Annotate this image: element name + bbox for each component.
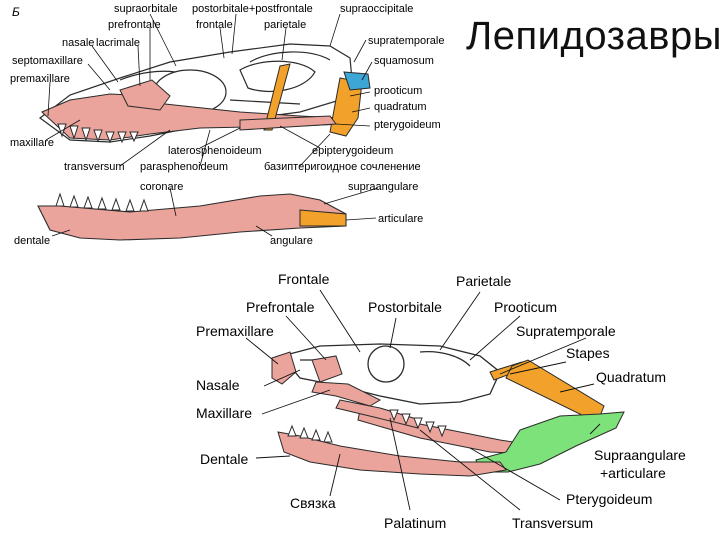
label-epipterygoideum: epipterygoideum [312, 145, 393, 157]
label-parasphenoideum: parasphenoideum [140, 161, 228, 173]
label-frontale: frontale [196, 19, 233, 31]
label-pterygoideum: pterygoideum [374, 119, 441, 131]
bottom-premaxillare-bone [271, 351, 297, 385]
label-supraangulare-top: supraangulare [348, 181, 418, 193]
label-supratemporale: supratemporale [368, 35, 444, 47]
bottom-dentale-bone [277, 431, 507, 477]
label-septomaxillare: septomaxillare [12, 55, 83, 67]
label-transversum: transversum [64, 161, 125, 173]
top-lower-teeth [55, 192, 149, 212]
slide-title: Лепидозавры [466, 14, 720, 58]
label-supraangulare-bottom: Supraangulare [594, 447, 686, 463]
label-prooticum: prooticum [374, 85, 422, 97]
label-maxillare: maxillare [10, 137, 54, 149]
label-dentale-bottom: Dentale [200, 451, 248, 467]
label-parietale: parietale [264, 19, 306, 31]
label-supraoccipitale: supraoccipitale [340, 3, 413, 15]
label-supraorbitale: supraorbitale [114, 3, 178, 15]
label-dentale-top: dentale [14, 235, 50, 247]
label-postorbitale-bottom: Postorbitale [368, 299, 442, 315]
bottom-orbit [367, 345, 405, 383]
label-premaxillare-bottom: Premaxillare [196, 323, 274, 339]
label-svyazka-bottom: Связка [290, 495, 336, 511]
label-squamosum: squamosum [374, 55, 434, 67]
top-epipterygoideum-bone [263, 63, 291, 131]
label-prooticum-bottom: Prooticum [494, 299, 557, 315]
top-panel-letter: Б [12, 5, 20, 19]
label-maxillare-bottom: Maxillare [196, 405, 252, 421]
label-stapes-bottom: Stapes [566, 345, 610, 361]
bottom-dentale-teeth [287, 424, 333, 443]
label-angulare: angulare [270, 235, 313, 247]
label-pterygoideum-bottom: Pterygoideum [566, 491, 652, 507]
label-lacrimale: lacrimale [96, 37, 140, 49]
label-basipterygoid-joint: базиптеригоидное сочленение [264, 161, 421, 173]
bottom-maxillare-teeth [389, 409, 447, 438]
label-quadratum: quadratum [374, 101, 427, 113]
top-premaxillare-bone [119, 79, 171, 111]
bottom-supraangulare-bone [475, 411, 625, 473]
label-quadratum-bottom: Quadratum [596, 369, 666, 385]
label-postorbitale-postfrontale: postorbitale+postfrontale [192, 3, 313, 15]
label-articulare-bottom: +articulare [600, 465, 666, 481]
label-nasale: nasale [62, 37, 94, 49]
bottom-prefrontale-bone [311, 355, 343, 383]
top-articulare-bone [299, 209, 347, 227]
label-palatinum-bottom: Palatinum [384, 515, 446, 531]
label-nasale-bottom: Nasale [196, 377, 240, 393]
top-temporal-opening [239, 60, 316, 93]
top-upper-teeth [57, 123, 139, 144]
label-articulare: articulare [378, 213, 423, 225]
label-transversum-bottom: Transversum [512, 515, 593, 531]
label-laterosphenoideum: laterosphenoideum [168, 145, 262, 157]
label-coronare: coronare [140, 181, 183, 193]
label-premaxillare: premaxillare [10, 73, 70, 85]
label-frontale-bottom: Frontale [278, 271, 330, 287]
label-prefrontale: prefrontale [108, 19, 161, 31]
label-prefrontale-bottom: Prefrontale [246, 299, 315, 315]
label-supratemporale-bottom: Supratemporale [516, 323, 616, 339]
label-parietale-bottom: Parietale [456, 273, 511, 289]
